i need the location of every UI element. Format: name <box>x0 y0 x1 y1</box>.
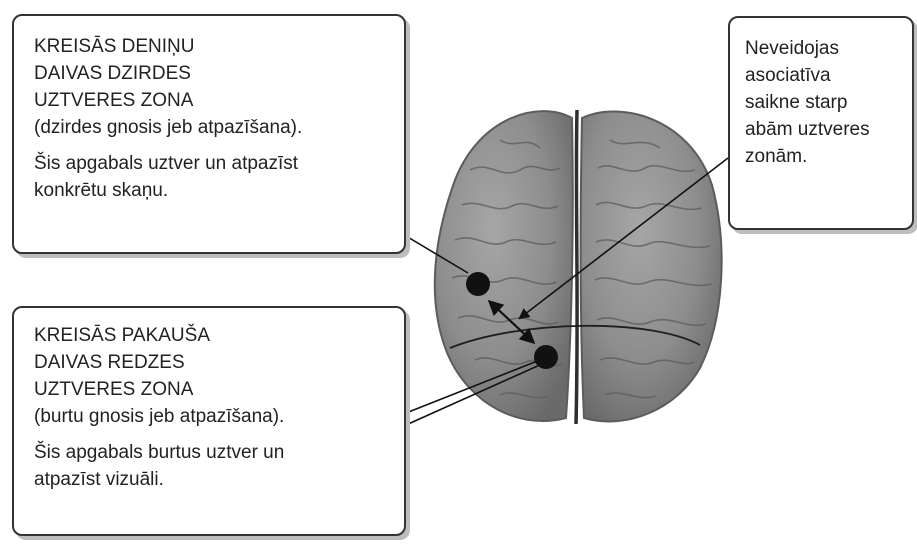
auditory-description-line-1: Šis apgabals uztver un atpazīst <box>34 153 299 174</box>
auditory-subtitle: (dzirdes gnosis jeb atpazīšana). <box>34 117 303 138</box>
visual-zone-marker <box>534 345 558 369</box>
visual-subtitle: (burtu gnosis jeb atpazīšana). <box>34 406 285 427</box>
association-callout: Neveidojas asociatīva saikne starp abām … <box>728 16 914 230</box>
auditory-title-line-2: DAIVAS DZIRDES <box>34 63 191 84</box>
visual-description-line-2: atpazīst vizuāli. <box>34 469 164 490</box>
visual-description-line-1: Šis apgabals burtus uztver un <box>34 442 285 463</box>
auditory-title-line-1: KREISĀS DENIŅU <box>34 36 195 57</box>
right-hemisphere <box>579 110 723 423</box>
auditory-zone-callout: KREISĀS DENIŅU DAIVAS DZIRDES UZTVERES Z… <box>12 14 406 254</box>
auditory-leader-line <box>405 235 469 274</box>
brain-image <box>433 109 723 425</box>
association-leader-line <box>518 157 729 320</box>
visual-leader-line-b <box>405 363 543 426</box>
lobe-boundary <box>449 324 701 349</box>
longitudinal-fissure <box>574 109 579 425</box>
left-hemisphere <box>433 110 574 422</box>
visual-zone-callout: KREISĀS PAKAUŠA DAIVAS REDZES UZTVERES Z… <box>12 306 406 536</box>
association-line-1: Neveidojas <box>745 38 839 59</box>
association-line-5: zonām. <box>745 146 808 167</box>
zone-connection-arrow <box>487 299 536 345</box>
auditory-description-line-2: konkrētu skaņu. <box>34 180 169 201</box>
visual-title-line-2: DAIVAS REDZES <box>34 352 185 373</box>
visual-title-line-3: UZTVERES ZONA <box>34 379 194 400</box>
auditory-zone-marker <box>466 272 490 296</box>
visual-title-line-1: KREISĀS PAKAUŠA <box>34 325 210 346</box>
association-line-4: abām uztveres <box>745 119 870 140</box>
association-line-3: saikne starp <box>745 92 848 113</box>
visual-leader-line-a <box>405 359 541 414</box>
auditory-title-line-3: UZTVERES ZONA <box>34 90 194 111</box>
association-line-2: asociatīva <box>745 65 831 86</box>
